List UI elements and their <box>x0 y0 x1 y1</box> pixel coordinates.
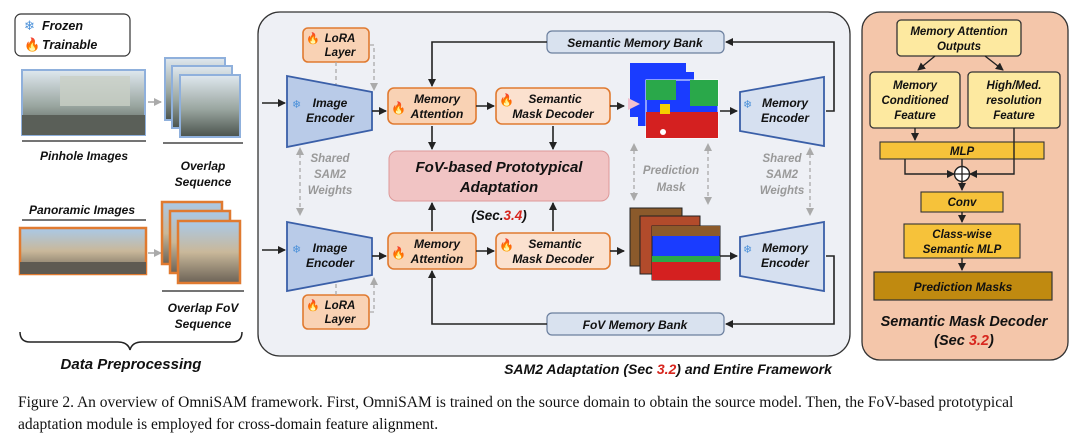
conv-label: Conv <box>948 197 977 209</box>
fov-memory-bank-label: FoV Memory Bank <box>583 318 689 332</box>
highmed-feature-label-1: High/Med. <box>987 80 1042 92</box>
memory-encoder-bottom <box>739 220 825 293</box>
outputs-to-highmed-arrow <box>984 55 1004 71</box>
overlap-fov-label-1: Overlap FoV <box>168 301 240 315</box>
lora-top-label-1: LoRA <box>325 33 356 45</box>
classwise-mlp-label-2: Semantic MLP <box>923 244 1002 256</box>
framework-title: SAM2 Adaptation (Sec 3.2) and Entire Fra… <box>504 361 833 377</box>
shared-weights-left-label-3: Weights <box>308 185 353 197</box>
memory-attention-top-label-2: Attention <box>410 107 464 121</box>
memory-encoder-bottom-label-2: Encoder <box>761 256 810 270</box>
sum-icon <box>953 165 971 183</box>
prediction-masks-label: Prediction Masks <box>914 280 1013 294</box>
overlap-fov-sequence-stack <box>160 200 242 285</box>
fov-adaptation-box <box>388 150 610 202</box>
decoder-panel <box>861 11 1069 361</box>
fov-memory-loop-in <box>725 255 835 328</box>
overlap-fov-label-2: Sequence <box>175 317 232 331</box>
memory-encoder-top-label-1: Memory <box>762 96 809 110</box>
decoder-panel-sec: (Sec 3.2) <box>934 333 994 349</box>
decoder-top-label-2: Mask Decoder <box>512 107 595 121</box>
panoramic-images <box>18 226 148 276</box>
memory-attention-bottom-label-1: Memory <box>414 237 461 251</box>
decoder-bottom-label-2: Mask Decoder <box>512 252 595 266</box>
lora-bottom-flame-icon: 🔥 <box>306 299 320 312</box>
shared-weights-right-label-2: SAM2 <box>766 169 799 181</box>
prediction-mask-stack-bottom <box>629 207 721 281</box>
classwise-mlp-label-1: Class-wise <box>932 229 992 241</box>
shared-weights-right-label-1: Shared <box>763 153 803 165</box>
semantic-memory-loop-in <box>725 38 835 112</box>
highmed-feature-label-3: Feature <box>993 110 1035 122</box>
lora-bottom-label-1: LoRA <box>325 300 356 312</box>
panoramic-images-label: Panoramic Images <box>29 203 135 217</box>
image-encoder-top-label-2: Encoder <box>306 111 355 125</box>
encoder-bottom-snowflake-icon: ❄ <box>292 244 301 256</box>
memory-attention-top-label-1: Memory <box>414 92 461 106</box>
prediction-masks-box <box>873 271 1053 301</box>
image-encoder-top <box>286 74 373 149</box>
snowflake-icon: ❄ <box>24 18 35 33</box>
image-encoder-top-label-1: Image <box>313 96 348 110</box>
preprocessing-brace <box>19 331 243 351</box>
image-encoder-bottom-label-2: Encoder <box>306 256 355 270</box>
decoder-panel-title: Semantic Mask Decoder <box>881 314 1049 330</box>
legend: ❄ Frozen 🔥 Trainable <box>14 13 131 57</box>
memory-attention-bottom-label-2: Attention <box>410 252 464 266</box>
memory-encoder-bottom-label-1: Memory <box>762 241 809 255</box>
mem-cond-feature-label-1: Memory <box>893 80 938 92</box>
shared-weights-left-label-2: SAM2 <box>314 169 347 181</box>
semantic-memory-loop-out <box>428 41 547 87</box>
pinhole-images <box>21 69 146 136</box>
attention-top-flame-icon: 🔥 <box>391 101 406 115</box>
decoder-bottom-label-1: Semantic <box>528 237 582 251</box>
image-encoder-bottom-label-1: Image <box>313 241 348 255</box>
prediction-mask-label-1: Prediction <box>643 165 699 177</box>
legend-frozen-label: Frozen <box>42 19 83 33</box>
legend-trainable-label: Trainable <box>42 38 97 52</box>
outputs-to-memcond-arrow <box>917 55 936 71</box>
fov-adaptation-label-2: Adaptation <box>459 179 538 196</box>
mask-top-arrow <box>628 98 640 110</box>
overlap-sequence-stack <box>164 57 241 138</box>
memory-encoder-top-label-2: Encoder <box>761 111 810 125</box>
lora-top-label-2: Layer <box>325 47 356 59</box>
prediction-mask-stack-top <box>630 63 719 139</box>
fov-adaptation-sec-ref: (Sec.3.4) <box>471 208 527 223</box>
prediction-mask-label-2: Mask <box>657 182 686 194</box>
shared-weights-left-label-1: Shared <box>311 153 351 165</box>
highmed-to-sum-path <box>969 128 1015 178</box>
image-encoder-bottom <box>286 220 373 293</box>
mem-attn-outputs-label-2: Outputs <box>937 41 981 53</box>
decoder-top-flame-icon: 🔥 <box>499 93 514 107</box>
memory-encoder-top <box>739 75 825 148</box>
fov-memory-loop-out <box>428 270 547 325</box>
overlap-sequence-label-1: Overlap <box>181 159 226 173</box>
mem-attn-outputs-label-1: Memory Attention <box>910 26 1007 38</box>
decoder-bottom-flame-icon: 🔥 <box>499 238 514 252</box>
shared-weights-right-label-3: Weights <box>760 185 805 197</box>
mlp-label: MLP <box>950 146 975 158</box>
figure-caption: Figure 2. An overview of OmniSAM framewo… <box>18 394 1014 433</box>
highmed-feature-label-2: resolution <box>986 95 1042 107</box>
memory-encoder-top-snowflake-icon: ❄ <box>743 99 752 111</box>
lora-top-flame-icon: 🔥 <box>306 32 320 45</box>
overlap-sequence-label-2: Sequence <box>175 175 232 189</box>
preprocessing-title: Data Preprocessing <box>61 356 202 373</box>
memory-encoder-bottom-snowflake-icon: ❄ <box>743 244 752 256</box>
decoder-top-label-1: Semantic <box>528 92 582 106</box>
attention-bottom-flame-icon: 🔥 <box>391 246 406 260</box>
mem-cond-feature-label-3: Feature <box>894 110 936 122</box>
encoder-top-snowflake-icon: ❄ <box>292 99 301 111</box>
lora-bottom-label-2: Layer <box>325 314 356 326</box>
left-skip-to-sum-path <box>904 159 955 178</box>
mem-cond-feature-label-2: Conditioned <box>881 95 949 107</box>
pinhole-images-label: Pinhole Images <box>40 149 128 163</box>
fov-adaptation-label-1: FoV-based Prototypical <box>416 159 584 176</box>
semantic-memory-bank-label: Semantic Memory Bank <box>567 36 704 50</box>
flame-icon: 🔥 <box>24 37 40 52</box>
mem-attn-outputs-box <box>896 19 1022 57</box>
